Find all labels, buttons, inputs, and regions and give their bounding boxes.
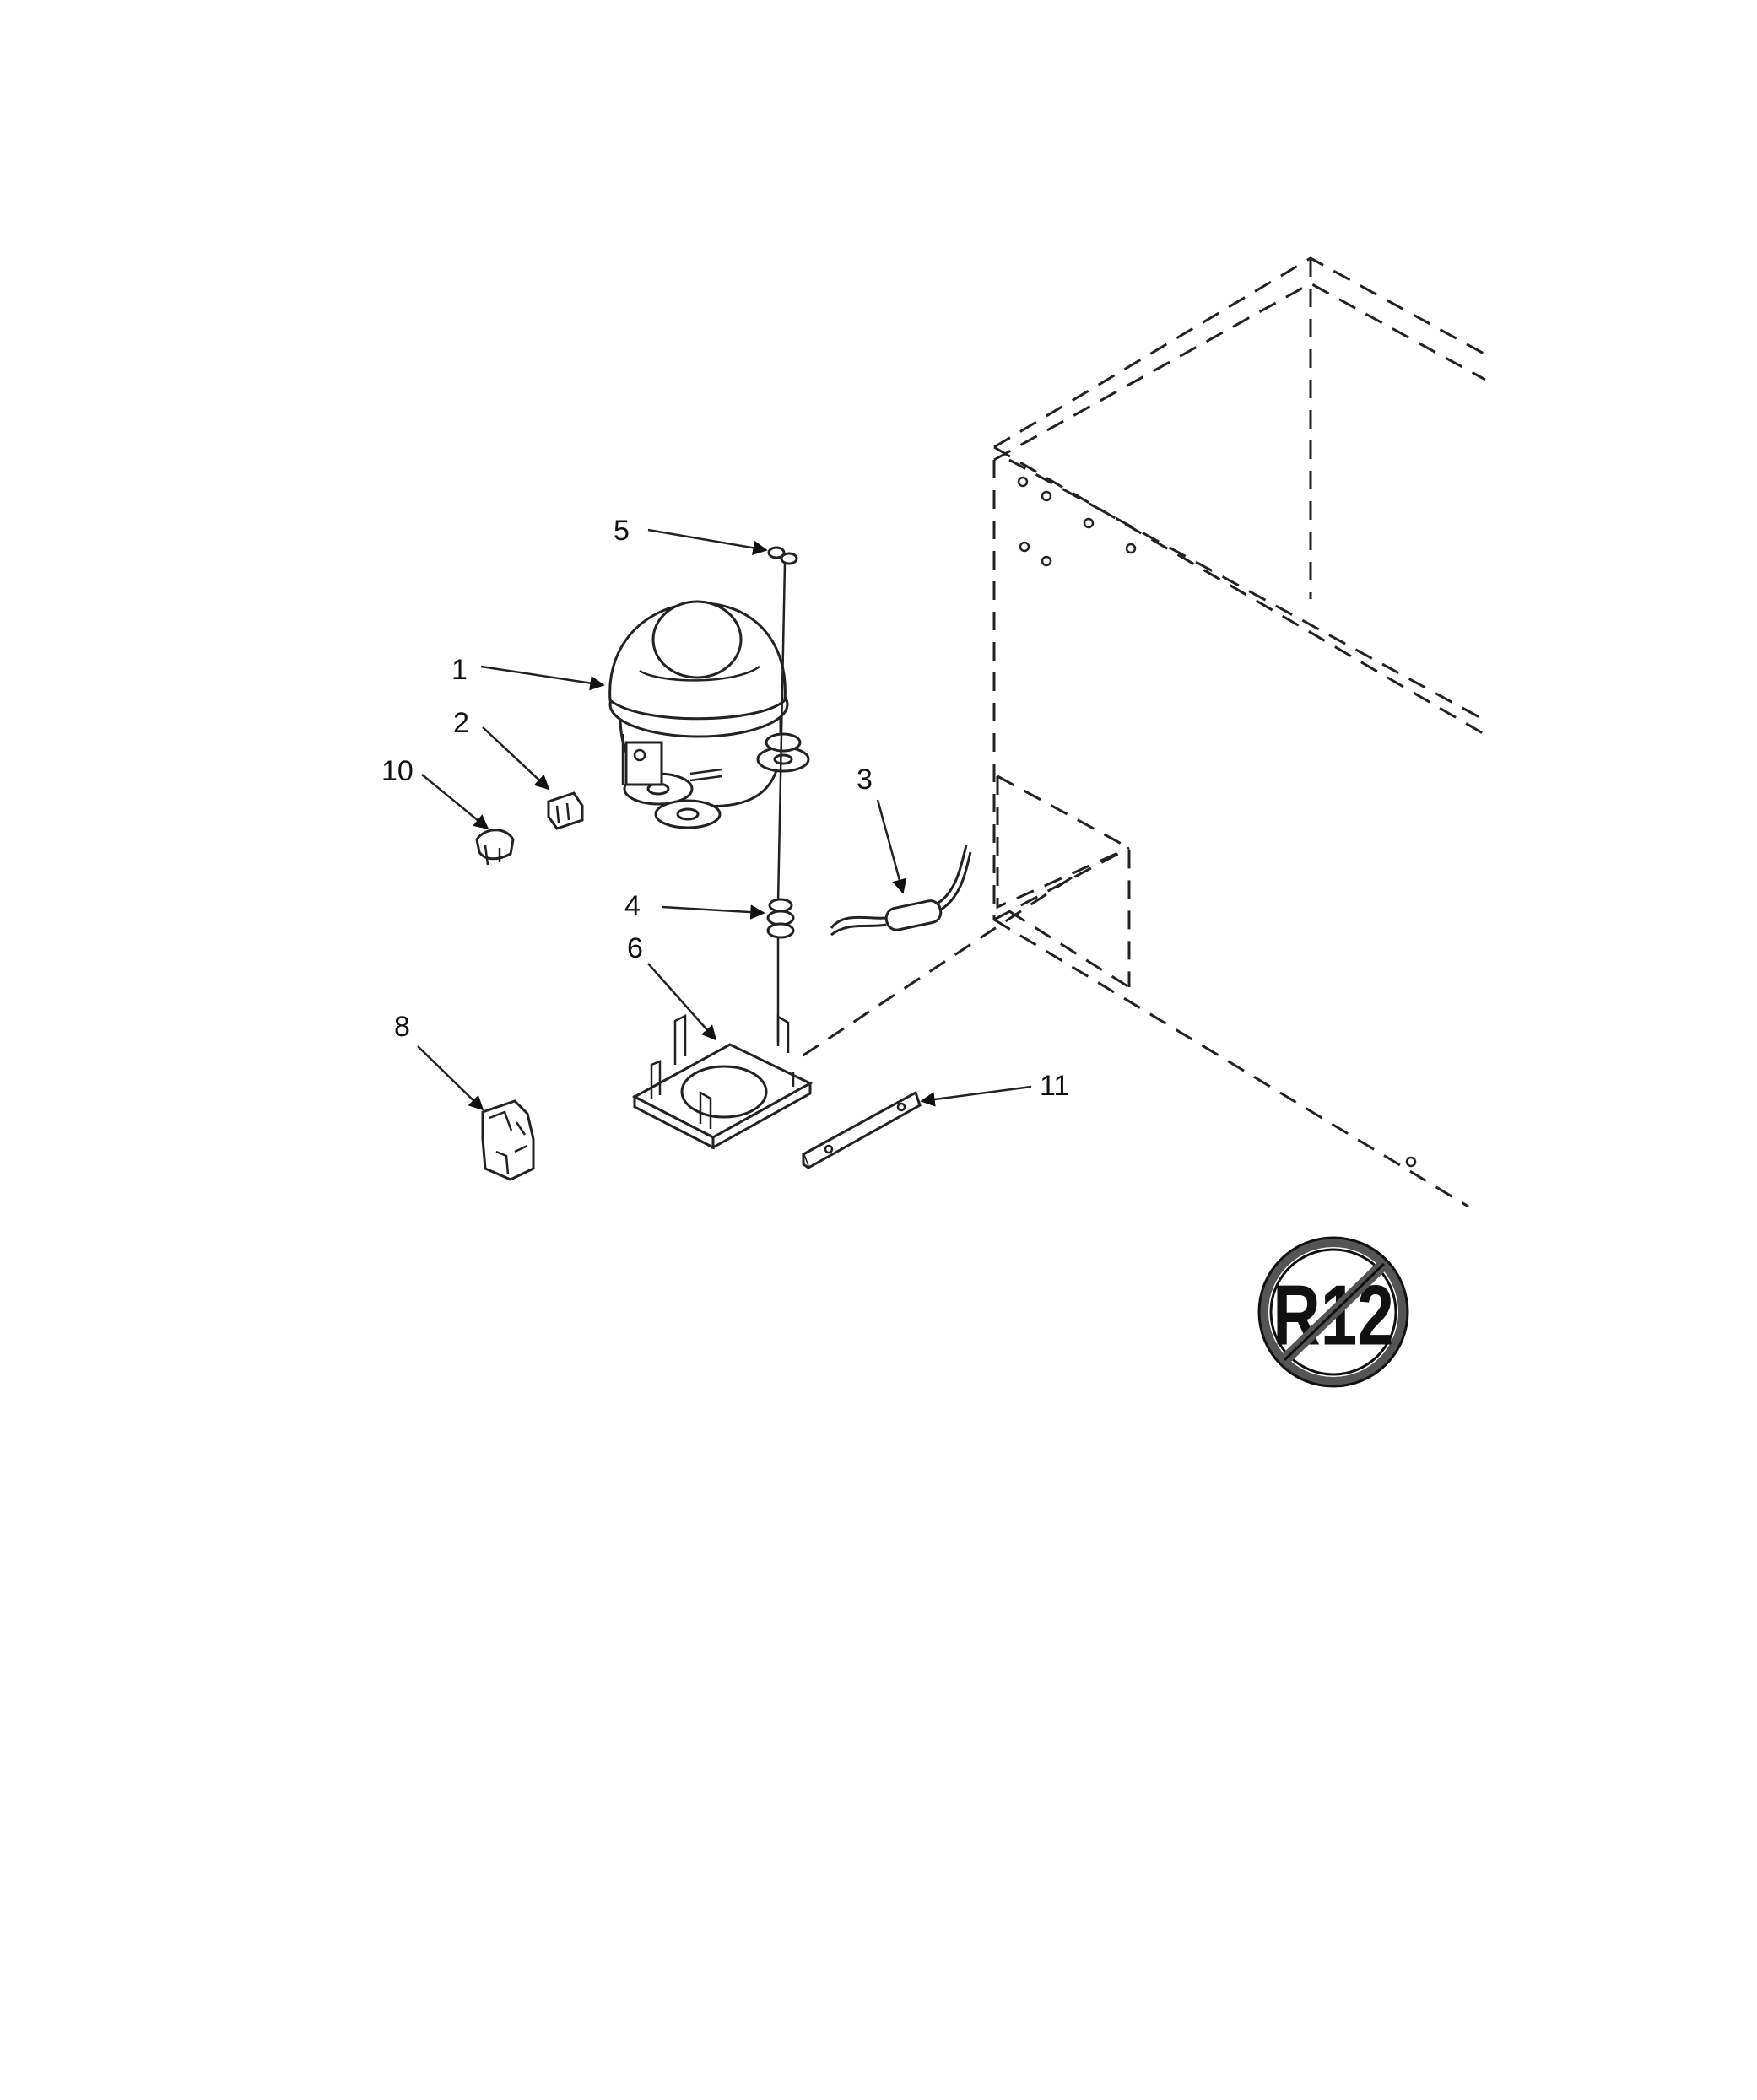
retaining-clip bbox=[767, 546, 798, 565]
rubber-grommet bbox=[766, 898, 795, 939]
base-plate bbox=[631, 1013, 814, 1150]
callout-1: 1 bbox=[451, 654, 468, 686]
mounting-bracket bbox=[802, 1090, 922, 1170]
mount-centerline bbox=[776, 563, 787, 1042]
callout-10: 10 bbox=[381, 755, 414, 787]
callout-4: 4 bbox=[624, 890, 641, 922]
callout-leaders bbox=[417, 528, 1032, 1111]
callout-3: 3 bbox=[857, 764, 873, 796]
no-r12-refrigerant-icon: R12 bbox=[1257, 1236, 1409, 1388]
callout-2: 2 bbox=[453, 707, 469, 739]
drier-tube bbox=[830, 845, 972, 937]
compressor bbox=[608, 600, 810, 829]
callout-11: 11 bbox=[1040, 1070, 1069, 1102]
cabinet-screw-holes bbox=[1017, 476, 1417, 1168]
callout-8: 8 bbox=[394, 1011, 410, 1043]
terminal-cover bbox=[481, 1099, 535, 1181]
relay-cap bbox=[475, 829, 515, 866]
overload-connector bbox=[547, 791, 584, 830]
callout-6: 6 bbox=[627, 932, 643, 964]
callout-5: 5 bbox=[614, 515, 630, 547]
cabinet-outline bbox=[801, 256, 1488, 1208]
